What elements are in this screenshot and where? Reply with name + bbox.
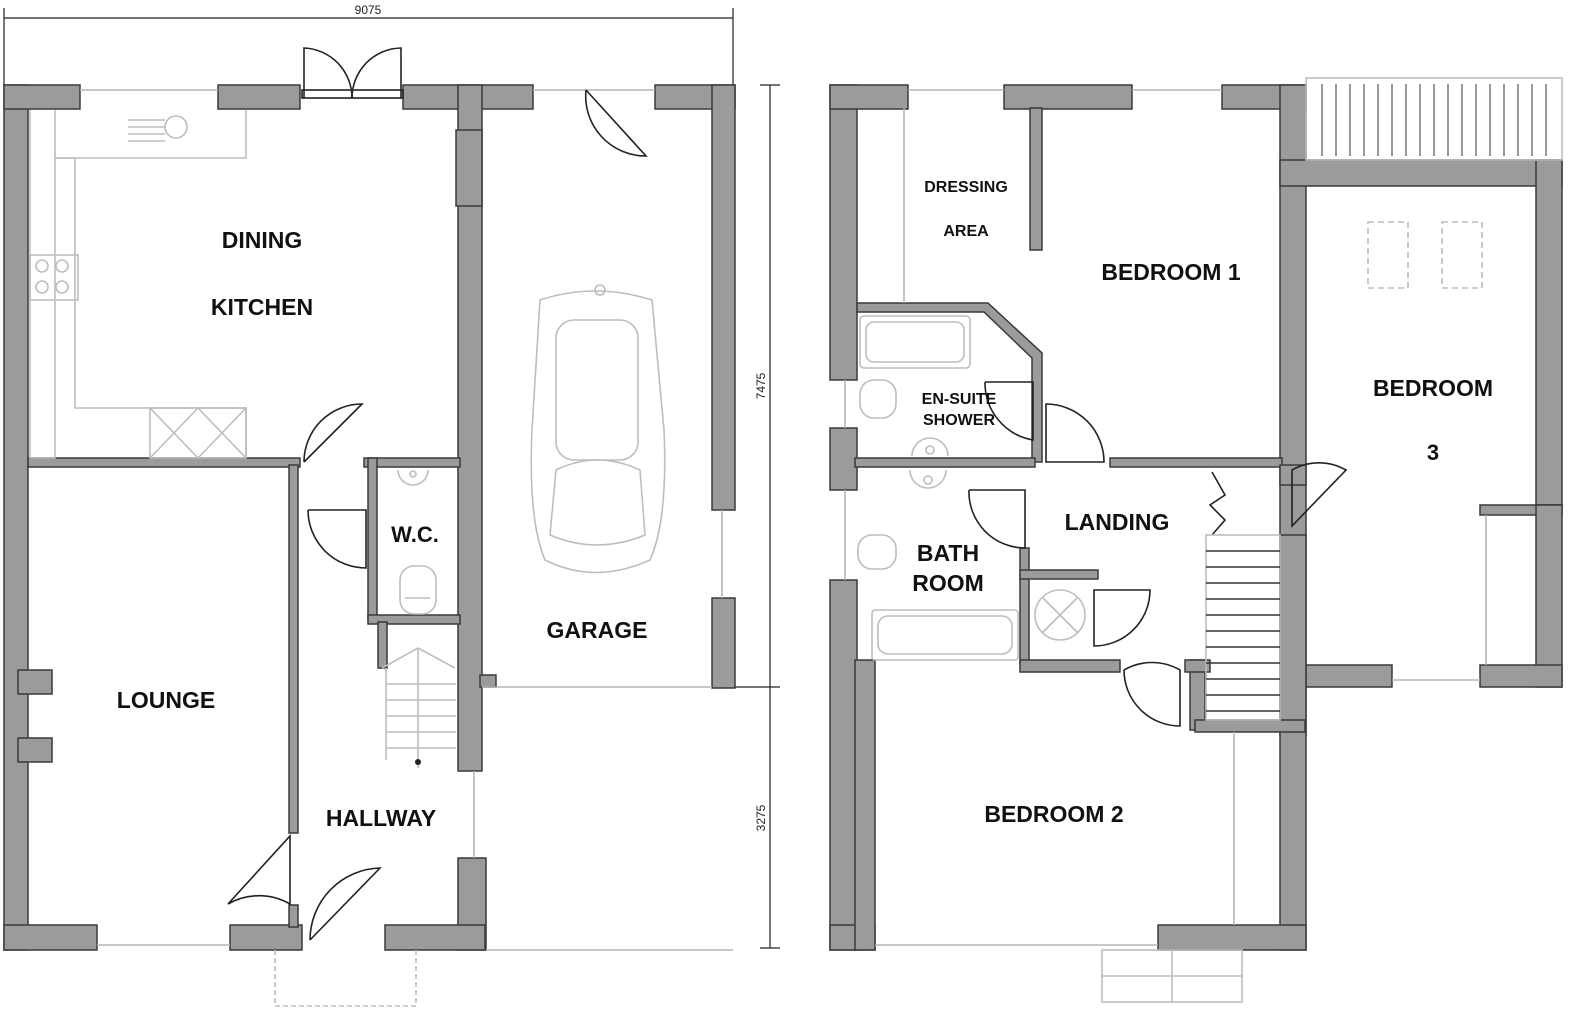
bed3-door-jamb <box>1279 464 1307 486</box>
gf-south-wall-a <box>3 924 98 951</box>
bed2-north-wall-a <box>1019 659 1121 673</box>
front-depth-label: 3275 <box>754 804 768 831</box>
wc-south-wall <box>367 614 461 625</box>
ff-west-wall-b <box>829 427 858 491</box>
area-label: AREA <box>943 223 989 240</box>
bed3-north-wall <box>1279 159 1563 187</box>
ff-west-wall-c <box>829 579 858 951</box>
bathroom-label-line2: ROOM <box>912 570 984 596</box>
balcony <box>1305 77 1563 161</box>
ensuite-label-line2: SHOWER <box>923 412 995 429</box>
dressing-partition <box>1029 107 1043 251</box>
landing-label: LANDING <box>1065 509 1170 535</box>
ensuite-south-wall <box>854 457 1036 468</box>
ensuite-label-line1: EN-SUITE <box>922 391 997 408</box>
bedroom3-label-line1: BEDROOM <box>1373 375 1493 401</box>
kitchen-label: KITCHEN <box>211 294 313 320</box>
bath-east-wall <box>1019 547 1030 664</box>
gf-north-wall-a <box>3 84 81 110</box>
overall-width-label: 9075 <box>355 3 382 17</box>
stair-south-wall <box>1194 719 1306 733</box>
garage-pier <box>455 129 483 207</box>
bed2-west-wall <box>854 659 876 951</box>
lounge-hall-wall <box>288 464 299 834</box>
dimension-lines <box>3 8 780 949</box>
bed3-east-wall-lower <box>1535 504 1563 688</box>
bed3-south-wall-a <box>1305 664 1393 688</box>
gf-south-wall-c <box>384 924 486 951</box>
under-stair-wall <box>377 621 388 669</box>
ff-north-wall-a <box>829 84 909 110</box>
bed2-east-wall <box>1279 534 1307 951</box>
dressing-label: DRESSING <box>924 179 1008 196</box>
overall-depth-label: 7475 <box>754 372 768 399</box>
hallway-label: HALLWAY <box>326 805 436 831</box>
wc-label: W.C. <box>391 522 439 547</box>
car-icon <box>530 284 666 574</box>
lounge-hall-wall-stub <box>288 904 299 928</box>
garage-label: GARAGE <box>547 617 648 643</box>
garage-east-wall-lower <box>711 597 736 689</box>
bathroom-label-line1: BATH <box>917 540 979 566</box>
kitchen-lounge-wall <box>27 457 301 468</box>
garage-east-wall-upper <box>711 84 736 511</box>
bed2-north-wall-b <box>1184 659 1211 673</box>
bed1-south-wall <box>1109 457 1283 468</box>
wc-north-wall <box>363 457 461 468</box>
first-floor-plan <box>829 77 1563 1003</box>
bed3-south-wall-b <box>1479 664 1563 688</box>
bed3-east-wall-upper <box>1535 159 1563 506</box>
chimney-top <box>17 669 53 695</box>
ff-north-wall-b <box>1003 84 1133 110</box>
bedroom1-label: BEDROOM 1 <box>1101 259 1241 285</box>
lounge-label: LOUNGE <box>117 687 215 713</box>
cupboard-north-wall <box>1019 569 1099 580</box>
wc-west-wall <box>367 457 378 621</box>
garage-corner <box>479 674 497 688</box>
ground-floor-plan <box>3 47 736 1007</box>
gf-south-wall-b <box>229 924 303 951</box>
ff-west-wall-a <box>829 84 858 381</box>
gf-north-wall-b <box>217 84 301 110</box>
bedroom3-label-line2: 3 <box>1427 440 1439 465</box>
bedroom2-label: BEDROOM 2 <box>984 801 1123 827</box>
ff-south-wall-b <box>1157 924 1307 951</box>
dining-label: DINING <box>222 227 303 253</box>
gf-west-wall <box>3 84 29 951</box>
chimney-bottom <box>17 737 53 763</box>
